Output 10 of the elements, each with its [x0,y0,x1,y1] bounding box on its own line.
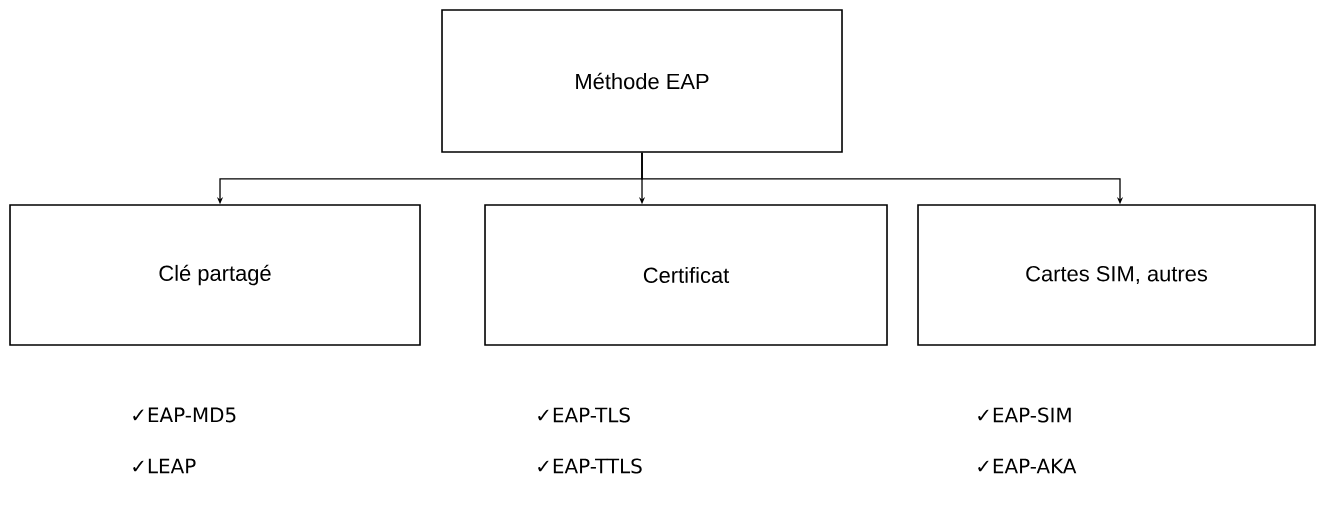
box: Méthode EAP [441,9,843,153]
box: Clé partagé [9,204,421,346]
list-item: ✓LEAP [133,458,196,474]
box: Cartes SIM, autres [917,204,1316,346]
list-item: ✓EAP-SIM [978,407,1071,423]
box: Certificat [484,204,888,346]
list-item: ✓EAP-AKA [978,458,1077,474]
list-item: ✓EAP-TLS [538,407,630,423]
list-item: ✓EAP-TTLS [538,458,642,474]
list-item: ✓EAP-MD5 [133,407,236,423]
